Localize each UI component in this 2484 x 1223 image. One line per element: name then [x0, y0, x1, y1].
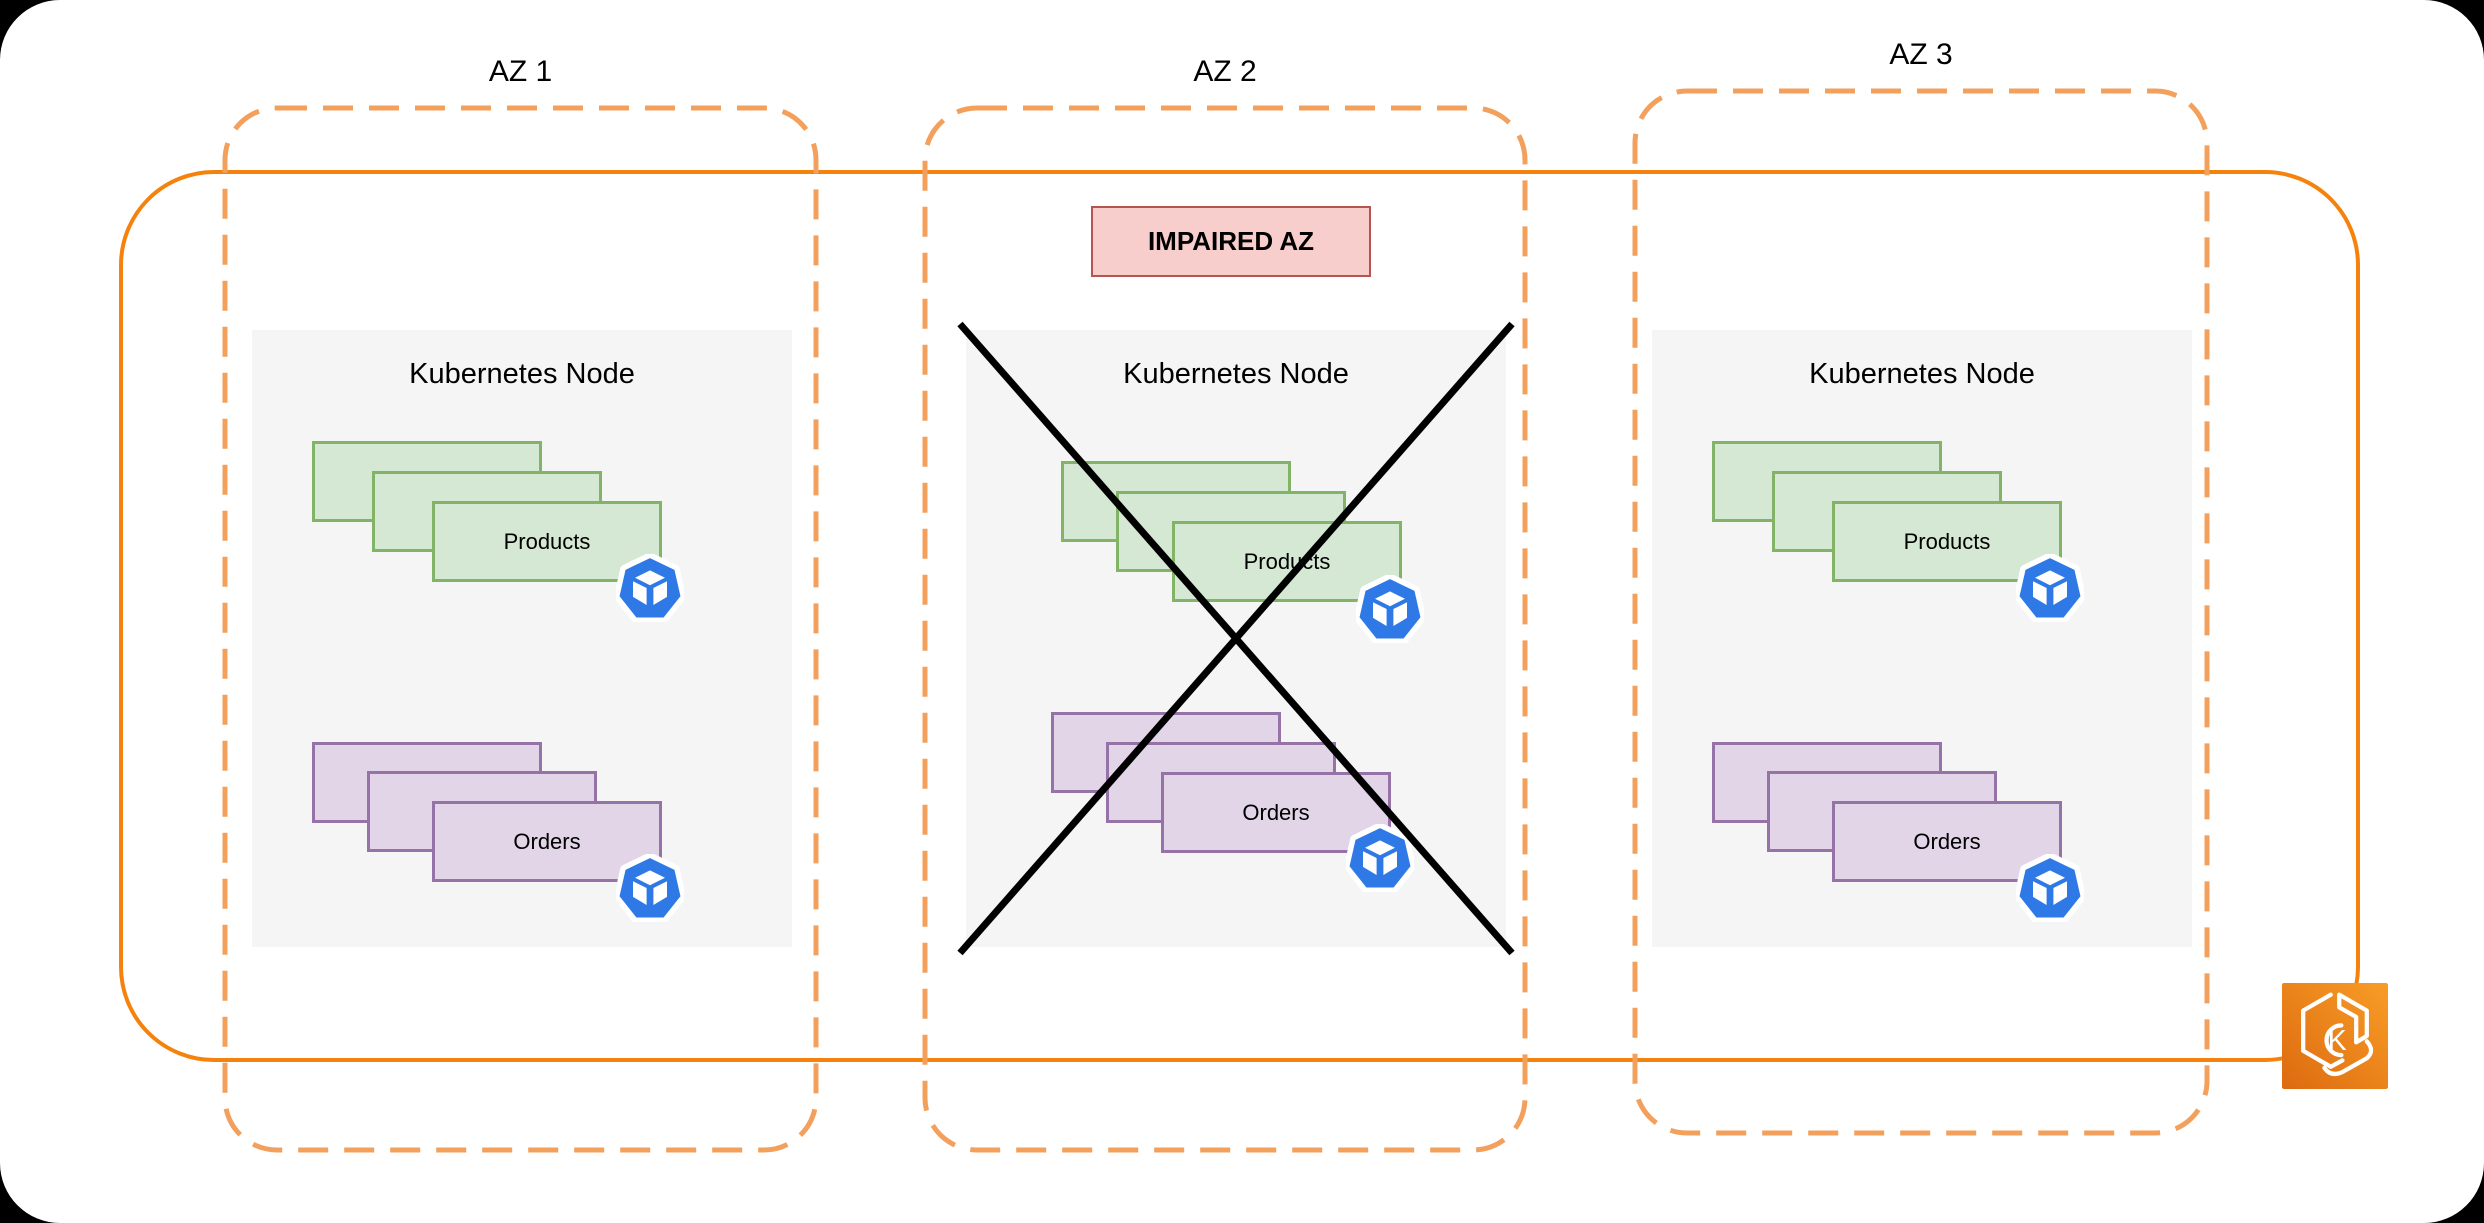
node3-title: Kubernetes Node — [1809, 358, 2035, 390]
kubernetes-node-az1: Kubernetes Node Products — [252, 330, 792, 947]
availability-zone-3: AZ 3 — [1632, 38, 2210, 1136]
eks-letter: K — [2328, 1025, 2347, 1057]
failure-cross-icon — [957, 321, 1515, 956]
az2-label: AZ 2 — [1193, 55, 1257, 88]
eks-service-icon: K — [2282, 983, 2388, 1089]
az1-label: AZ 1 — [488, 55, 553, 88]
kubernetes-pod-icon — [1356, 575, 1424, 643]
products-card: Products — [1832, 501, 2062, 582]
orders-label: Orders — [1913, 828, 1981, 854]
products-label: Products — [503, 528, 591, 554]
orders-label: Orders — [513, 828, 581, 854]
orders-label: Orders — [1242, 799, 1310, 825]
kubernetes-pod-icon — [2016, 854, 2084, 922]
az3-dashed-border — [1632, 88, 2210, 1136]
node2-title: Kubernetes Node — [1123, 358, 1349, 390]
kubernetes-pod-icon — [1346, 824, 1414, 892]
kubernetes-pod-icon — [616, 854, 684, 922]
az1-dashed-border — [222, 105, 819, 1153]
kubernetes-pod-icon — [2016, 554, 2084, 622]
node1-title: Kubernetes Node — [409, 358, 635, 390]
availability-zone-2: AZ 2 — [922, 55, 1528, 1153]
kubernetes-pod-icon — [616, 554, 684, 622]
kubernetes-node-az2: Kubernetes Node Products — [957, 321, 1515, 956]
impaired-az-badge: IMPAIRED AZ — [1091, 206, 1371, 277]
products-label: Products — [1903, 528, 1991, 554]
kubernetes-node-az3: Kubernetes Node Products — [1652, 330, 2192, 947]
az2-dashed-border — [922, 105, 1528, 1153]
availability-zone-1: AZ 1 — [222, 55, 819, 1153]
eks-cluster-boundary — [119, 170, 2360, 1062]
az3-label: AZ 3 — [1889, 38, 1953, 71]
